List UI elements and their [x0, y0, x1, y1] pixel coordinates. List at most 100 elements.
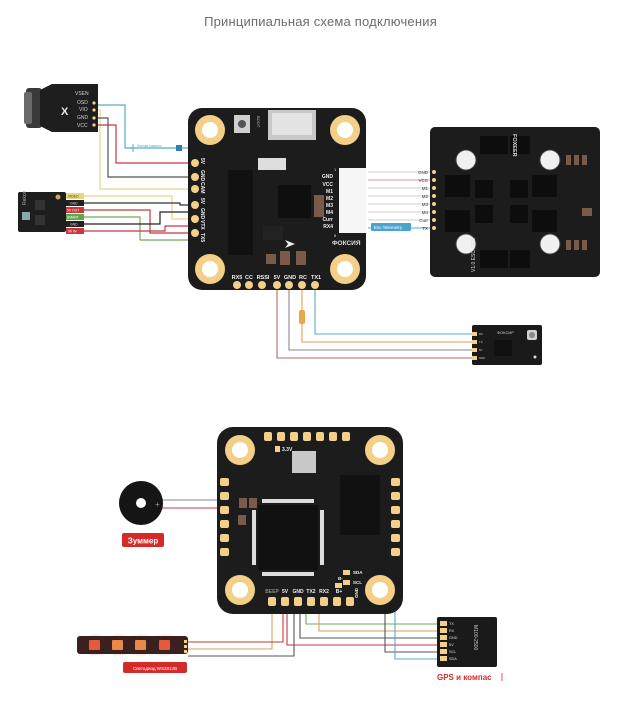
fc-right-pin-label: M3 — [326, 203, 333, 209]
vtx-brand: Rekon — [22, 190, 28, 205]
wire-vtx-9vin — [72, 225, 193, 232]
fc-bottom-pin-label: CC — [245, 275, 253, 281]
mount-holes-bottom — [225, 435, 395, 605]
wire-camera-gnd — [94, 117, 193, 178]
led-strip-label: Светодиод WS2812B — [133, 666, 177, 671]
esc-pin-label: VCC — [418, 178, 428, 183]
wire-vtx-gnd2 — [72, 211, 193, 225]
wire-gps-5v — [286, 605, 440, 646]
vtx-pin-label: 5V OUT — [67, 209, 79, 213]
fc2-side-label: GND — [354, 587, 359, 598]
fc-brand: ФОКСИЯ — [332, 240, 361, 247]
wire-vtx-video — [72, 195, 193, 220]
flight-controller-top: BOOT 5V GND CAM 5V GND VTX TX5 — [188, 108, 366, 290]
esc-model: V1.0 ESC 1103 — [471, 238, 477, 272]
fc-bottom-pads-2 — [268, 597, 354, 606]
gps-pin-label: SCL — [449, 650, 456, 654]
fc-left-pin-label: GND — [199, 208, 205, 220]
camera-pin-label: VIO — [79, 107, 88, 113]
fc2-bottom-pin-label: 5V — [282, 589, 289, 595]
camera-pin-label: OSD — [77, 100, 88, 106]
boot-label: BOOT — [256, 116, 261, 128]
vtx-pin-label: GND — [70, 202, 78, 206]
vtx-pin-label: 9V IN — [68, 230, 77, 234]
fc-right-pin-label: GND — [322, 174, 334, 180]
fc-right-pin-label: VCC — [322, 182, 333, 188]
gps-pin-label: GND — [449, 636, 458, 640]
esc-pin-label: M1 — [422, 186, 429, 191]
vtx-pin-label: SMART — [67, 216, 79, 220]
camera-logo: X — [61, 106, 69, 118]
fc-right-pin-label: M2 — [326, 196, 333, 202]
wire-vtx-gnd — [72, 202, 193, 206]
esc-pin-label: M4 — [422, 210, 429, 215]
esc-pin-label: Curr — [419, 218, 428, 223]
fc2-bottom-pin-label: GND — [292, 589, 304, 595]
camera-pin-label: VCC — [77, 123, 88, 129]
flight-controller-bottom: 3.3V BEEP 5V GND TX2 RX2 B+ — [217, 427, 403, 614]
camera-note-text: Кнопка камеры — [137, 144, 162, 148]
led-3 — [135, 640, 146, 650]
esc-telemetry-label: Esc Telemetry — [374, 225, 403, 230]
vtx-pin-label: GND — [70, 223, 78, 227]
wire-camera-osd — [94, 104, 200, 149]
mount-holes — [195, 115, 360, 284]
fc-bottom-pin-label: 5V — [274, 275, 281, 281]
led-strip: Светодиод WS2812B — [77, 633, 188, 673]
wire-led-gnd — [188, 605, 295, 657]
esc-pin-label: TX — [422, 226, 428, 231]
fc2-bottom-pin-label: BEEP — [265, 589, 279, 595]
wire-rx-tx1 — [314, 290, 478, 335]
fc-bottom-pin-label: RSSI — [257, 275, 270, 281]
connector-pin-1: 1 — [334, 167, 337, 172]
receiver-pin-label: TX — [479, 340, 483, 344]
fc-bottom-pin-label: GND — [284, 275, 296, 281]
esc-connector — [339, 168, 366, 233]
wire-vtx-smart — [72, 216, 193, 241]
connector-pin-8: 8 — [334, 233, 337, 238]
fc2-side-label: B- — [338, 576, 343, 581]
receiver-module: RX TX 5V GND ФОКСИР — [472, 325, 542, 365]
esc-pin-label: M3 — [422, 202, 429, 207]
esc-pin-label: GND — [418, 170, 429, 175]
fc-left-pin-label: TX5 — [199, 233, 205, 242]
gps-label: GPS и компас — [437, 673, 492, 682]
gps-pin-label: TX — [449, 622, 454, 626]
fc2-side-label: SCL — [353, 580, 362, 585]
wire-camera-vcc — [94, 124, 193, 164]
diagram-title: Принципиальная схема подключения — [204, 14, 437, 29]
fc-right-pin-label: M4 — [326, 210, 333, 216]
esc-board: FOXEER V1.0 ESC 1103 — [430, 127, 600, 277]
camera-pin-label: VSEN — [75, 91, 89, 97]
fc-right-pin-label: M1 — [326, 189, 333, 195]
fc-right-pin-label: RX4 — [323, 224, 333, 230]
fc-esc-harness — [368, 171, 432, 229]
vtx-pin-label: VIDEO — [68, 195, 79, 199]
buzzer-label: Зуммер — [128, 537, 159, 546]
buzzer-plus-label: + — [155, 500, 160, 509]
fc-bottom-pads — [233, 281, 319, 289]
fc-right-pin-label: Curr — [322, 217, 333, 223]
vtx-module: Rekon VIDEO GND 5V OUT SMART GND 9V IN — [18, 190, 84, 234]
esc-telemetry-badge: Esc Telemetry — [371, 223, 411, 231]
fc2-bottom-pin-label: B+ — [336, 589, 343, 595]
esc-pin-labels: GND VCC M1 M2 M3 M4 Curr TX — [418, 170, 429, 231]
wire-gps-gnd — [299, 605, 440, 639]
fc-bottom-pin-label: TX1 — [311, 275, 321, 281]
wire-vtx-5vout — [72, 209, 193, 234]
gps-model: M100-2500 — [472, 625, 478, 651]
camera-pin-label: GND — [77, 115, 89, 121]
gps-pin-label: SDA — [449, 657, 457, 661]
receiver-pin-label: 5V — [479, 348, 483, 352]
camera: X VSEN OSD VIO GND VCC — [24, 84, 98, 132]
fc-left-pin-label: VTX — [199, 220, 205, 230]
fc-bottom-pin-label: RX5 — [232, 275, 243, 281]
3v3-label: 3.3V — [282, 447, 293, 453]
fc-left-pin-label: 5V — [199, 158, 205, 165]
wire-rx-gnd — [288, 290, 478, 351]
gps-pin-label: RX — [449, 629, 455, 633]
wire-led-5v — [188, 605, 284, 643]
mcu-chip — [258, 505, 318, 570]
esc-pin-label: M2 — [422, 194, 429, 199]
led-1 — [89, 640, 100, 650]
